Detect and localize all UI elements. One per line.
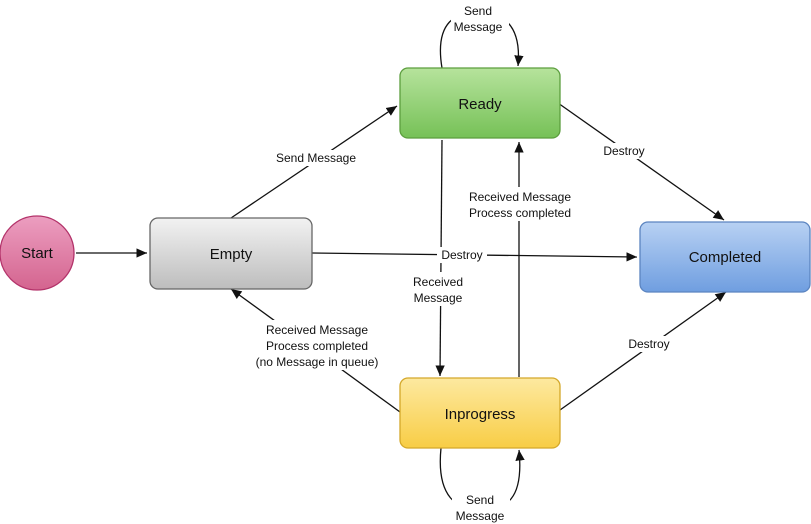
label-ready-to-inprogress-line1: Received bbox=[413, 275, 463, 289]
edge-labels: Send Message Send Message Destroy Destro… bbox=[246, 3, 675, 524]
node-completed[interactable]: Completed bbox=[639, 221, 811, 293]
label-ready-self-line1: Send bbox=[464, 4, 492, 18]
label-empty-to-ready: Send Message bbox=[276, 151, 356, 165]
node-empty-label: Empty bbox=[210, 246, 253, 263]
label-ready-to-inprogress-line2: Message bbox=[414, 291, 463, 305]
label-inprogress-to-ready-line1: Received Message bbox=[469, 190, 571, 204]
label-ready-self-line2: Message bbox=[454, 20, 503, 34]
label-inprogress-to-ready-line2: Process completed bbox=[469, 206, 571, 220]
node-start[interactable]: Start bbox=[0, 215, 75, 291]
node-start-label: Start bbox=[21, 245, 54, 262]
label-inprogress-self-line1: Send bbox=[466, 493, 494, 507]
label-inprogress-to-completed: Destroy bbox=[628, 337, 669, 351]
node-ready-label: Ready bbox=[458, 96, 502, 113]
label-empty-to-completed: Destroy bbox=[441, 248, 482, 262]
node-empty[interactable]: Empty bbox=[149, 217, 313, 290]
label-inprogress-to-empty-line1: Received Message bbox=[266, 323, 368, 337]
node-inprogress-label: Inprogress bbox=[445, 406, 516, 423]
label-inprogress-self-line2: Message bbox=[456, 509, 505, 523]
node-inprogress[interactable]: Inprogress bbox=[399, 377, 561, 449]
edge-ready-to-completed bbox=[557, 102, 725, 221]
node-ready[interactable]: Ready bbox=[399, 67, 561, 139]
node-completed-label: Completed bbox=[689, 249, 762, 266]
label-inprogress-to-empty-line2: Process completed bbox=[266, 339, 368, 353]
label-ready-to-completed: Destroy bbox=[603, 144, 644, 158]
label-inprogress-to-empty-line3: (no Message in queue) bbox=[256, 355, 379, 369]
